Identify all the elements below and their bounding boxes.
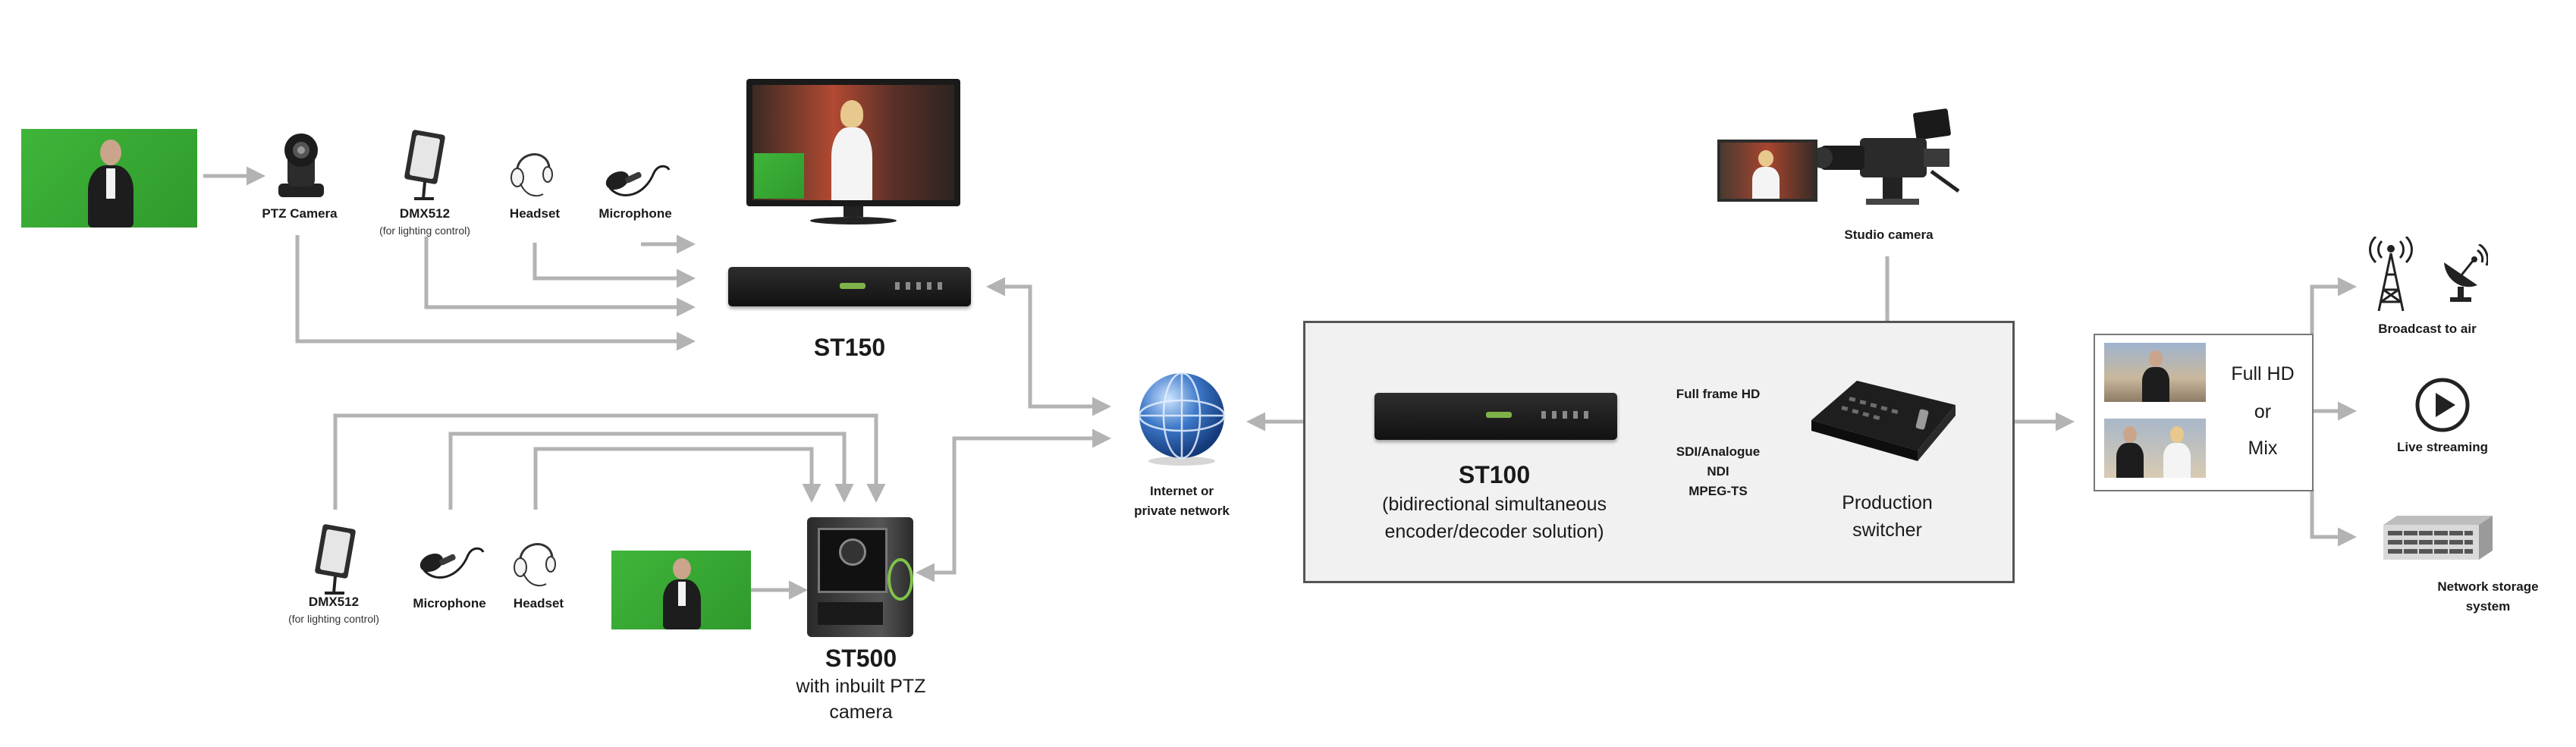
satellite-dish-icon [2444,244,2488,302]
internet-label-1: Internet or [1149,484,1214,498]
ptz-camera-icon [278,133,324,197]
dmx-top-sublabel: (for lighting control) [379,224,470,237]
storage-icon [2383,516,2493,560]
output-label-fullhd: Full HD [2231,363,2295,384]
microphone-icon [419,547,485,579]
st100-sublabel-1: (bidirectional simultaneous [1382,494,1607,515]
st500-label: ST500 [825,645,897,672]
internet-label-2: private network [1134,504,1230,518]
link-label-mpegts: MPEG-TS [1689,484,1748,498]
microphone-bottom-label: Microphone [413,596,486,610]
studio-camera-icon [1817,108,1960,205]
switcher-label-2: switcher [1852,519,1922,541]
st500-device [807,517,913,637]
wire-out-storage [2310,489,2357,547]
broadcast-tower-icon [2369,237,2413,312]
program-monitor [746,79,960,228]
green-screen-presenter-top [21,129,197,228]
globe-icon [1138,372,1226,466]
link-label-full-frame: Full frame HD [1676,387,1761,401]
microphone-icon [605,165,671,196]
storage-label-2: system [2465,599,2511,614]
production-switcher-device [1811,381,1956,461]
switcher-label-1: Production [1842,492,1933,513]
live-streaming-label: Live streaming [2397,440,2488,454]
play-icon [2415,378,2470,432]
link-label-ndi: NDI [1707,464,1729,479]
broadcast-label: Broadcast to air [2378,322,2477,336]
headset-bottom-label: Headset [513,596,564,610]
link-label-sdi: SDI/Analogue [1676,444,1761,459]
output-thumbnail-mix [2104,419,2206,478]
dmx-top-label: DMX512 [399,206,451,221]
studio-camera-preview [1717,140,1817,202]
st150-label: ST150 [813,334,886,361]
headset-icon [514,543,556,587]
studio-camera-label: Studio camera [1844,228,1934,242]
ptz-camera-label: PTZ Camera [262,206,338,221]
dmx-bottom-label: DMX512 [308,595,360,609]
storage-label-1: Network storage [2437,579,2539,594]
wire-dmx-to-st500 [333,413,886,510]
green-screen-presenter-bottom [611,551,751,629]
headset-top-label: Headset [509,206,561,221]
output-label-or: or [2254,401,2272,422]
wire-headset-to-st150 [532,243,696,288]
wire-st150-globe [986,277,1111,416]
st500-sublabel-2: camera [829,701,893,723]
st100-sublabel-2: encoder/decoder solution) [1384,521,1604,542]
wire-headset-to-st500 [533,447,821,510]
output-label-mix: Mix [2248,438,2278,459]
wire-ptz-to-st150 [295,235,696,351]
wire-st500-globe [916,428,1111,582]
st500-sublabel-1: with inbuilt PTZ [796,676,926,697]
dmx-bottom-sublabel: (for lighting control) [288,613,379,625]
lamp-icon [315,524,356,595]
headset-icon [510,153,553,197]
st100-device [1374,393,1617,440]
output-thumbnail-single [2104,343,2206,402]
st100-label: ST100 [1458,461,1531,488]
wire-mic-to-st500 [448,432,854,510]
wire-dmx-to-st150 [424,237,696,317]
wire-out-broadcast [2310,277,2357,334]
st150-device [728,267,971,306]
microphone-top-label: Microphone [598,206,672,221]
lamp-icon [404,130,445,200]
